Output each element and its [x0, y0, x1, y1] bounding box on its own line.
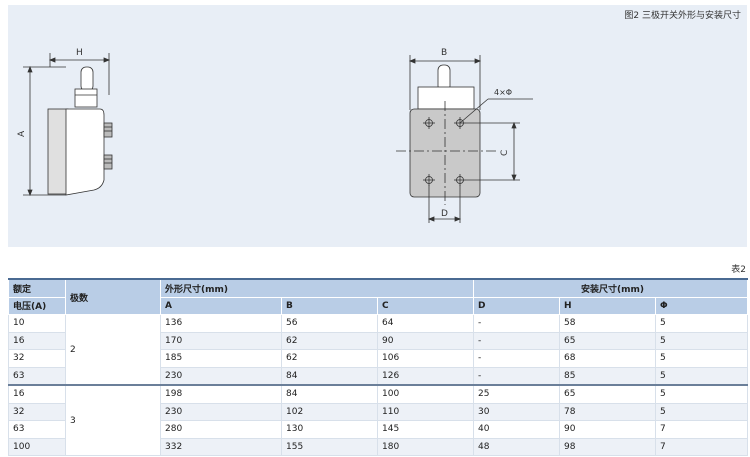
cell-phi: 5 — [655, 402, 749, 421]
cell-H: 68 — [559, 349, 657, 368]
header-A: A — [160, 296, 282, 315]
label-A: A — [17, 130, 27, 137]
cell-H: 90 — [559, 420, 657, 439]
cell-D: - — [473, 349, 561, 368]
cell-rated: 100 — [8, 437, 66, 456]
cell-rated: 16 — [8, 331, 66, 350]
cell-A: 185 — [160, 349, 282, 368]
cell-B: 102 — [281, 402, 378, 421]
cell-phi: 5 — [655, 366, 749, 386]
cell-D: 48 — [473, 437, 561, 456]
switch-drawing: H A B 4×Φ C D — [17, 48, 533, 223]
table-caption: 表2 — [731, 265, 746, 275]
cell-phi: 7 — [655, 420, 749, 439]
label-C: C — [500, 150, 510, 156]
cell-C: 180 — [376, 437, 475, 456]
cell-H: 98 — [559, 437, 657, 456]
cell-phi: 5 — [655, 331, 749, 350]
cell-A: 230 — [160, 366, 282, 386]
cell-A: 198 — [160, 384, 282, 404]
header-H: H — [559, 296, 657, 315]
label-hole: 4×Φ — [494, 88, 512, 97]
cell-A: 332 — [160, 437, 282, 456]
table-row: 10 2 136 56 64 - 58 5 — [8, 314, 749, 386]
cell-rated: 63 — [8, 420, 66, 439]
header-B: B — [281, 296, 378, 315]
header-mount-dims: 安装尺寸(mm) — [473, 278, 749, 298]
figure-caption: 图2 三极开关外形与安装尺寸 — [624, 11, 741, 21]
cell-C: 145 — [376, 420, 475, 439]
header-outline-dims: 外形尺寸(mm) — [159, 278, 475, 298]
cell-D: 30 — [473, 402, 561, 421]
cell-rated: 16 — [8, 384, 66, 404]
cell-B: 130 — [281, 420, 378, 439]
cell-B: 84 — [281, 384, 378, 404]
cell-H: 65 — [559, 384, 657, 404]
cell-B: 155 — [281, 437, 378, 456]
cell-H: 58 — [559, 314, 657, 333]
cell-rated: 10 — [8, 314, 66, 333]
table-row: 100 332 155 180 48 98 7 — [8, 437, 749, 456]
label-D: D — [441, 209, 448, 219]
cell-C: 110 — [376, 402, 475, 421]
header-D: D — [473, 296, 561, 315]
cell-B: 62 — [281, 331, 378, 350]
figure-panel: 图2 三极开关外形与安装尺寸 — [8, 5, 747, 247]
cell-C: 126 — [376, 366, 475, 386]
table-row: 63 230 84 126 - 85 5 — [8, 366, 749, 386]
cell-rated: 32 — [8, 349, 66, 368]
cell-phi: 5 — [655, 384, 749, 404]
cell-B: 62 — [281, 349, 378, 368]
cell-poles: 3 — [65, 384, 161, 456]
header-phi: Φ — [655, 296, 749, 315]
cell-H: 65 — [559, 331, 657, 350]
front-view — [396, 55, 533, 223]
cell-phi: 5 — [655, 349, 749, 368]
cell-A: 230 — [160, 402, 282, 421]
cell-A: 136 — [160, 314, 282, 333]
cell-C: 100 — [376, 384, 475, 404]
cell-D: - — [473, 331, 561, 350]
cell-D: - — [473, 314, 561, 333]
table-header: 额定 极数 外形尺寸(mm) 安装尺寸(mm) 电压(A) A B C D H … — [8, 278, 749, 315]
table-row: 16 3 198 84 100 25 65 5 — [8, 384, 749, 456]
cell-poles: 2 — [65, 314, 161, 386]
table-row: 63 280 130 145 40 90 7 — [8, 420, 749, 439]
spec-table: 额定 极数 外形尺寸(mm) 安装尺寸(mm) 电压(A) A B C D H … — [8, 278, 749, 456]
cell-B: 84 — [281, 366, 378, 386]
label-H: H — [76, 48, 83, 58]
header-rated: 额定 — [8, 278, 66, 298]
header-rated-current: 电压(A) — [8, 296, 66, 315]
header-poles: 极数 — [65, 278, 161, 315]
cell-D: 25 — [473, 384, 561, 404]
table-row: 32 230 102 110 30 78 5 — [8, 402, 749, 421]
cell-A: 280 — [160, 420, 282, 439]
cell-rated: 63 — [8, 366, 66, 386]
cell-H: 85 — [559, 366, 657, 386]
cell-phi: 7 — [655, 437, 749, 456]
cell-rated: 32 — [8, 402, 66, 421]
side-view — [23, 53, 113, 197]
cell-H: 78 — [559, 402, 657, 421]
cell-C: 106 — [376, 349, 475, 368]
cell-phi: 5 — [655, 314, 749, 333]
cell-D: 40 — [473, 420, 561, 439]
label-B: B — [441, 48, 447, 58]
cell-D: - — [473, 366, 561, 386]
cell-B: 56 — [281, 314, 378, 333]
cell-A: 170 — [160, 331, 282, 350]
table-row: 32 185 62 106 - 68 5 — [8, 349, 749, 368]
table-body: 10 2 136 56 64 - 58 5 16 170 62 90 - 65 … — [8, 314, 749, 456]
header-C: C — [376, 296, 475, 315]
cell-C: 64 — [376, 314, 475, 333]
cell-C: 90 — [376, 331, 475, 350]
